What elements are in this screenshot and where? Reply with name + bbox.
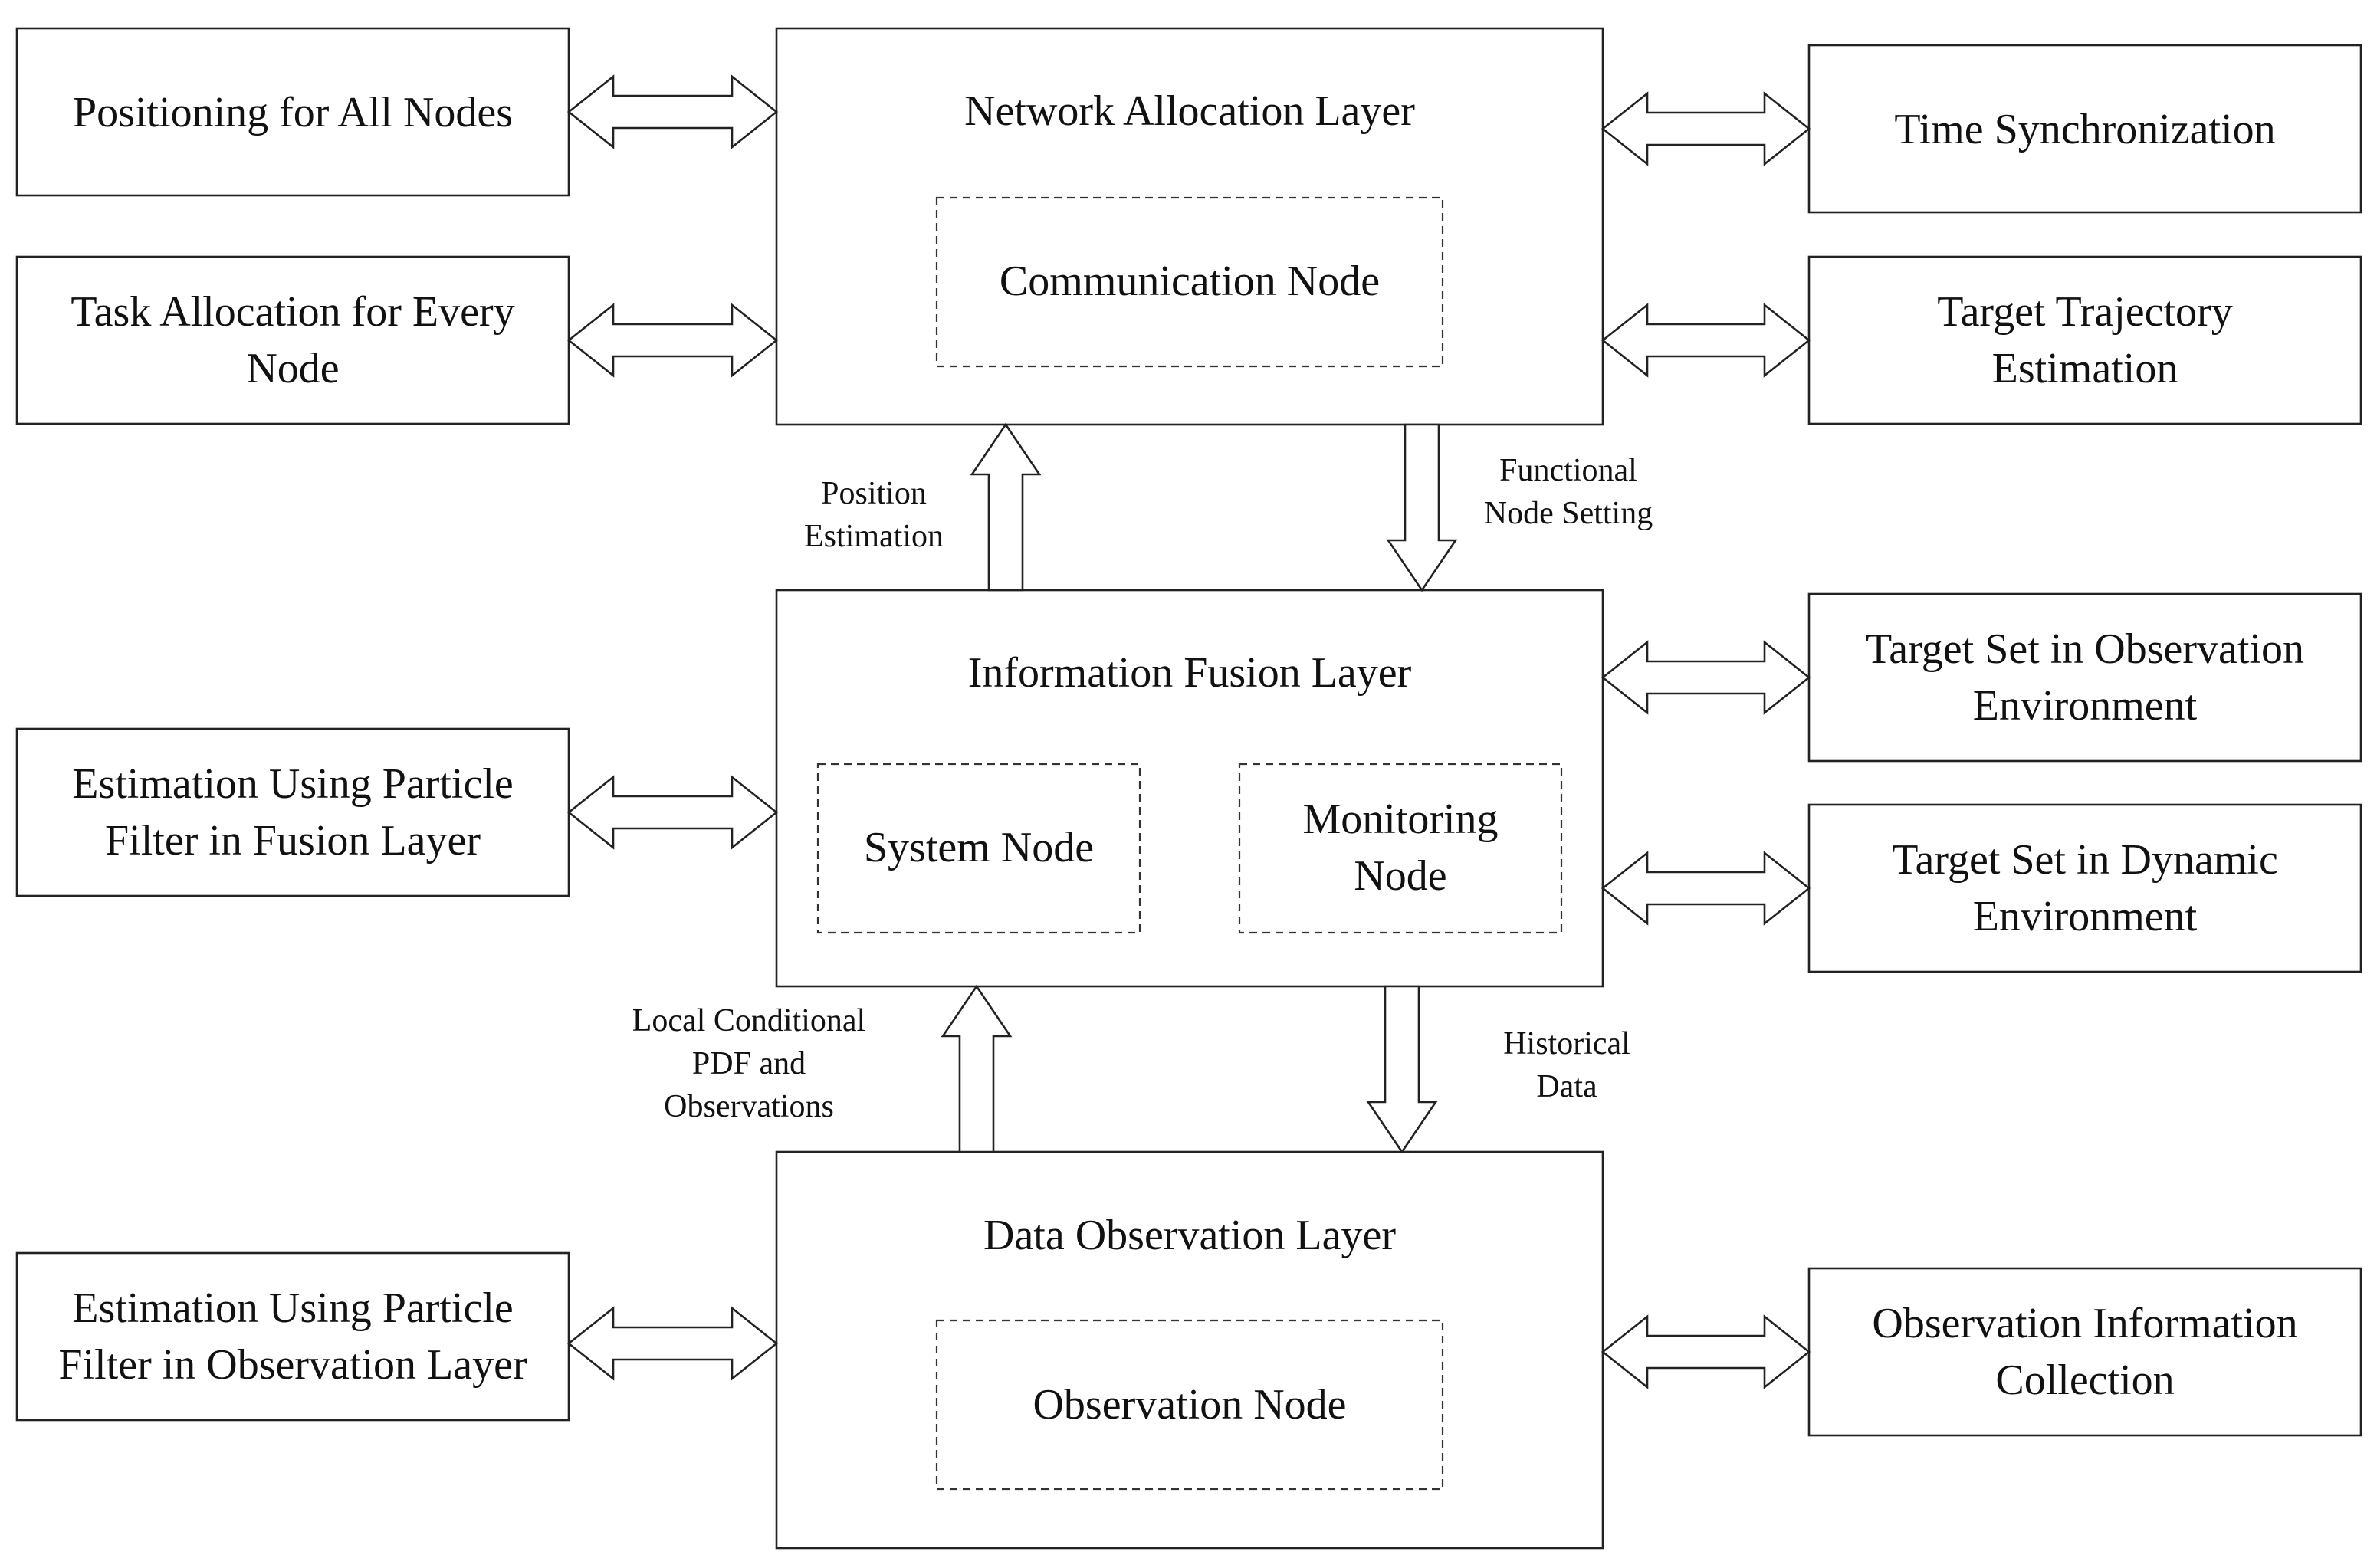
communication-node-label: Communication Node <box>1000 258 1380 305</box>
functional-node-setting-label-line1: Functional <box>1499 453 1637 488</box>
positioning-box: Positioning for All Nodes <box>15 27 570 197</box>
target-dyn-env-label-line2: Environment <box>1973 893 2198 940</box>
trajectory-double-arrow <box>1601 303 1811 378</box>
monitoring-node-label-line2: Node <box>1354 852 1446 900</box>
target-obs-env-label-line1: Target Set in Observation <box>1866 625 2304 673</box>
pf-fusion-double-arrow <box>566 775 779 850</box>
monitoring-node-label-line1: Monitoring <box>1302 795 1498 843</box>
data-observation-layer: Data Observation Layer Observation Node <box>775 1150 1604 1550</box>
target-dyn-env-double-arrow <box>1601 851 1811 926</box>
pf-observation-double-arrow <box>566 1306 779 1381</box>
functional-node-setting-label-line2: Node Setting <box>1484 496 1653 531</box>
network-layer-title: Network Allocation Layer <box>964 87 1415 135</box>
trajectory-label-line2: Estimation <box>1992 345 2178 392</box>
target-obs-env-double-arrow <box>1601 640 1811 715</box>
system-node-label: System Node <box>864 824 1094 871</box>
observation-layer-title: Data Observation Layer <box>983 1212 1396 1259</box>
position-estimation-label-line1: Position <box>821 476 927 511</box>
target-dyn-env-label-line1: Target Set in Dynamic <box>1892 836 2278 884</box>
target-obs-env-box: Target Set in Observation Environment <box>1807 592 2362 763</box>
pf-observation-label-line1: Estimation Using Particle <box>72 1284 513 1332</box>
positioning-double-arrow <box>566 74 779 149</box>
position-estimation-up-arrow <box>970 422 1042 592</box>
monitoring-node-box <box>1238 763 1563 934</box>
trajectory-label-line1: Target Trajectory <box>1937 288 2232 336</box>
obs-info-double-arrow <box>1601 1314 1811 1389</box>
historical-data-label-line1: Historical <box>1503 1026 1630 1061</box>
obs-info-label-line1: Observation Information <box>1872 1300 2297 1347</box>
pf-observation-label-line2: Filter in Observation Layer <box>58 1341 527 1389</box>
information-fusion-layer: Information Fusion Layer System Node Mon… <box>775 589 1604 988</box>
system-node-box <box>816 763 1141 934</box>
observation-node-label: Observation Node <box>1033 1381 1346 1429</box>
trajectory-box: Target Trajectory Estimation <box>1807 255 2362 425</box>
pf-fusion-label-line2: Filter in Fusion Layer <box>105 817 481 864</box>
target-obs-env-label-line2: Environment <box>1973 682 2198 730</box>
pf-observation-box: Estimation Using Particle Filter in Obse… <box>15 1251 570 1422</box>
task-allocation-box: Task Allocation for Every Node <box>15 255 570 425</box>
historical-data-down-arrow <box>1366 985 1438 1154</box>
historical-data-label-line2: Data <box>1536 1069 1597 1104</box>
fusion-layer-title: Information Fusion Layer <box>968 649 1412 697</box>
obs-info-label-line2: Collection <box>1995 1356 2174 1404</box>
task-allocation-label-line1: Task Allocation for Every <box>71 288 514 336</box>
network-allocation-layer: Network Allocation Layer Communication N… <box>775 27 1604 426</box>
local-pdf-label-line1: Local Conditional <box>632 1003 865 1038</box>
position-estimation-label-line2: Estimation <box>804 519 944 554</box>
task-allocation-label-line2: Node <box>246 345 339 392</box>
communication-node-box <box>935 196 1444 368</box>
pf-fusion-label-line1: Estimation Using Particle <box>72 760 513 808</box>
time-sync-box: Time Synchronization <box>1807 44 2362 214</box>
local-pdf-label-line2: PDF and <box>692 1046 806 1081</box>
obs-info-box: Observation Information Collection <box>1807 1267 2362 1437</box>
local-pdf-up-arrow <box>941 984 1013 1153</box>
task-allocation-double-arrow <box>566 303 779 378</box>
pf-fusion-box: Estimation Using Particle Filter in Fusi… <box>15 727 570 897</box>
positioning-label: Positioning for All Nodes <box>73 89 513 136</box>
observation-node-box <box>935 1319 1444 1491</box>
time-sync-label: Time Synchronization <box>1894 106 2275 153</box>
time-sync-double-arrow <box>1601 91 1811 166</box>
target-dyn-env-box: Target Set in Dynamic Environment <box>1807 803 2362 973</box>
functional-node-setting-down-arrow <box>1386 423 1458 592</box>
local-pdf-label-line3: Observations <box>664 1089 834 1124</box>
